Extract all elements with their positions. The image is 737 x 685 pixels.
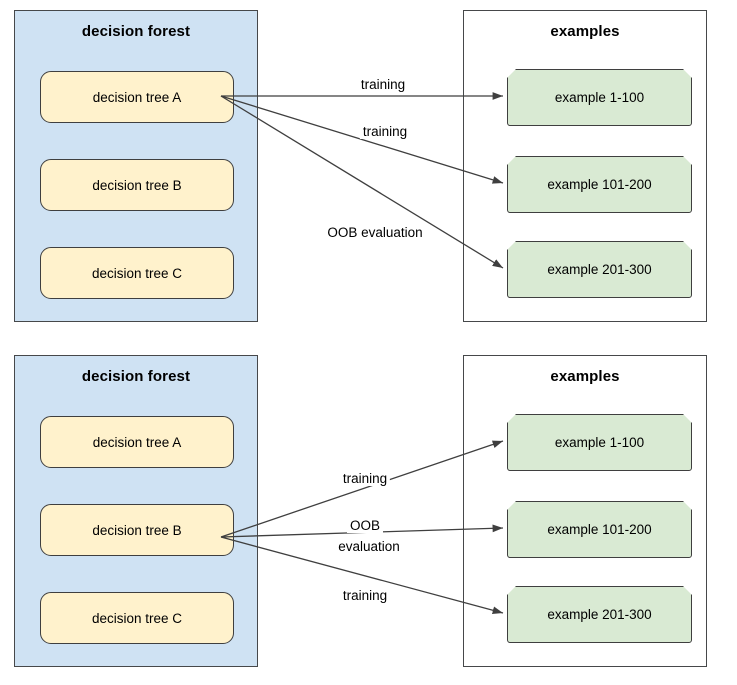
- examples-panel-bottom: examples example 1-100 example 101-200 e…: [463, 355, 707, 667]
- edge-label-training-3-bottom: training: [339, 588, 391, 603]
- examples-title-top: examples: [550, 23, 620, 40]
- decision-tree-a-bottom[interactable]: decision tree A: [40, 416, 234, 468]
- edge-label-evaluation-bottom: evaluation: [335, 539, 403, 554]
- decision-tree-c-bottom[interactable]: decision tree C: [40, 592, 234, 644]
- example-box-1-100-bottom[interactable]: example 1-100: [507, 414, 692, 471]
- edge-training-a-to-2-top: [220, 95, 504, 184]
- decision-forest-title-top: decision forest: [81, 23, 191, 40]
- decision-forest-panel-bottom: decision forest decision tree A decision…: [14, 355, 258, 667]
- diagram-top: decision forest decision tree A decision…: [14, 10, 707, 322]
- example-box-101-200-bottom[interactable]: example 101-200: [507, 501, 692, 558]
- edge-label-training-1-top: training: [357, 77, 409, 92]
- decision-forest-panel-top: decision forest decision tree A decision…: [14, 10, 258, 322]
- example-box-1-100-top[interactable]: example 1-100: [507, 69, 692, 126]
- edge-label-oob-bottom: OOB: [346, 518, 384, 533]
- edge-label-training-2-top: training: [359, 124, 411, 139]
- decision-tree-b-top[interactable]: decision tree B: [40, 159, 234, 211]
- examples-title-bottom: examples: [550, 368, 620, 385]
- edge-label-training-1-bottom: training: [339, 471, 391, 486]
- edge-label-oob-evaluation-top: OOB evaluation: [324, 225, 426, 240]
- decision-tree-c-top[interactable]: decision tree C: [40, 247, 234, 299]
- decision-forest-title-bottom: decision forest: [81, 368, 191, 385]
- diagram-bottom: decision forest decision tree A decision…: [0, 345, 737, 685]
- examples-panel-top: examples example 1-100 example 101-200 e…: [463, 10, 707, 322]
- example-box-201-300-top[interactable]: example 201-300: [507, 241, 692, 298]
- decision-tree-a-top[interactable]: decision tree A: [40, 71, 234, 123]
- example-box-201-300-bottom[interactable]: example 201-300: [507, 586, 692, 643]
- example-box-101-200-top[interactable]: example 101-200: [507, 156, 692, 213]
- edge-oob-a-to-3-top: [220, 95, 504, 269]
- decision-tree-b-bottom[interactable]: decision tree B: [40, 504, 234, 556]
